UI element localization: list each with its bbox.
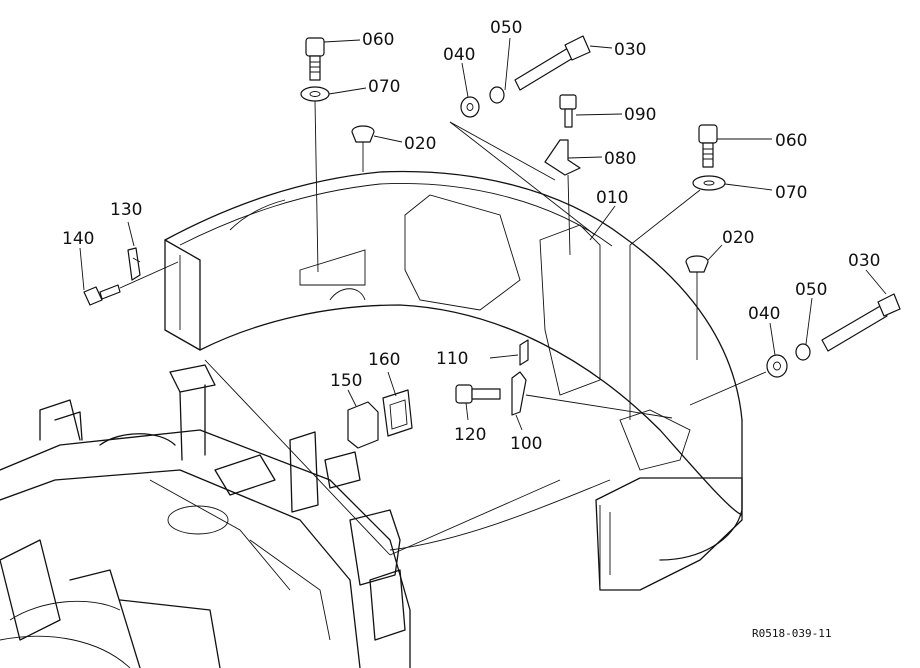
- label-060-top: 060: [362, 30, 394, 50]
- bracket-160: [382, 389, 413, 437]
- plug-020-top: [351, 125, 375, 172]
- label-070-right: 070: [775, 183, 807, 203]
- label-020-right: 020: [722, 228, 754, 248]
- label-090: 090: [624, 105, 656, 125]
- counterweight-010: [164, 170, 743, 591]
- label-020-top: 020: [404, 134, 436, 154]
- label-040-right: 040: [748, 304, 780, 324]
- bracket-150: [347, 401, 379, 449]
- bracket-130: [127, 247, 141, 281]
- label-050-top: 050: [490, 18, 522, 38]
- label-110: 110: [436, 349, 468, 369]
- label-060-right: 060: [775, 131, 807, 151]
- label-080: 080: [604, 149, 636, 169]
- washer-070-right: [692, 175, 726, 191]
- label-010: 010: [596, 188, 628, 208]
- washer-050-top: [489, 86, 505, 104]
- bracket-100: [511, 371, 673, 419]
- label-160: 160: [368, 350, 400, 370]
- bolt-090: [559, 94, 577, 128]
- label-120: 120: [454, 425, 486, 445]
- washer-070-top: [300, 86, 330, 102]
- label-030-top: 030: [614, 40, 646, 60]
- label-130: 130: [110, 200, 142, 220]
- bolt-060-top: [305, 37, 325, 81]
- bracket-110: [519, 339, 529, 366]
- washer-050-right: [795, 343, 811, 361]
- washer-040-right: [766, 354, 788, 378]
- bolt-140: [83, 284, 121, 306]
- label-040-top: 040: [443, 45, 475, 65]
- label-100: 100: [510, 434, 542, 454]
- washer-040-top: [460, 96, 480, 118]
- bolt-060-right: [698, 124, 718, 168]
- label-050-right: 050: [795, 280, 827, 300]
- machine-frame: [0, 359, 561, 668]
- label-030-right: 030: [848, 251, 880, 271]
- drawing-number: R0518-039-11: [752, 627, 831, 640]
- bracket-080: [544, 139, 581, 256]
- bolt-030-top: [514, 35, 591, 91]
- bolt-120: [455, 384, 501, 404]
- bolt-030-right: [821, 293, 901, 352]
- label-070-top: 070: [368, 77, 400, 97]
- label-150: 150: [330, 371, 362, 391]
- plug-020-right: [685, 255, 709, 360]
- label-140: 140: [62, 229, 94, 249]
- callout-labels: 060 050 040 030 070 090 020 080 060 070 …: [62, 18, 887, 454]
